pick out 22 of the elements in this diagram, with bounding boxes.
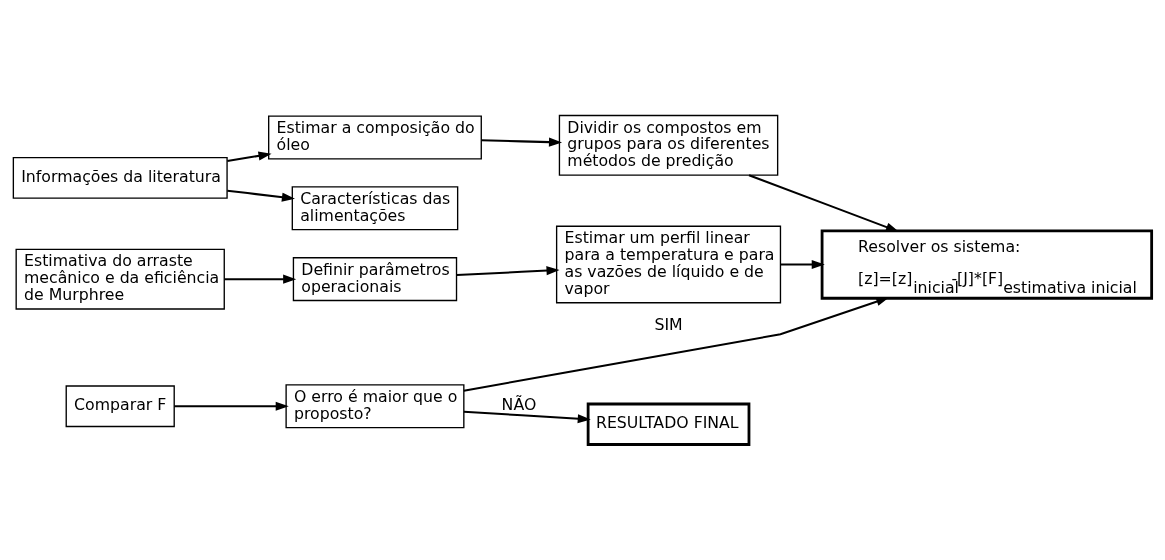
edge-label: NÃO [501,394,537,414]
arrow [227,151,272,162]
node-box: Estimar a composição do óleo [268,115,482,160]
arrow [174,401,289,411]
node-box: Informações da literatura [12,157,228,199]
node-box: Dividir os compostos em grupos para os diferentes métodos de predição [558,114,779,176]
node-box: Características das alimentações [291,186,459,231]
arrow [227,189,295,202]
node-box: Estimar um perfil linear para a temperatura e para as vazões de líquido e de vapor [555,225,782,304]
arrow [456,266,560,277]
arrow [780,259,825,270]
arrow [463,297,890,392]
node-box: O erro é maior que o proposto? [285,384,465,429]
edge-label: SIM [654,315,683,334]
node-box: Estimativa do arraste mecânico e da eficiência de Murphree [15,248,225,310]
arrow [481,137,563,147]
node-box: Comparar F [65,385,175,428]
arrow [748,174,899,232]
arrow [224,274,297,284]
arrow [463,410,591,424]
node-box: Definir parâmetros operacionais [292,257,458,302]
node-box: RESULTADO FINAL [586,402,751,446]
